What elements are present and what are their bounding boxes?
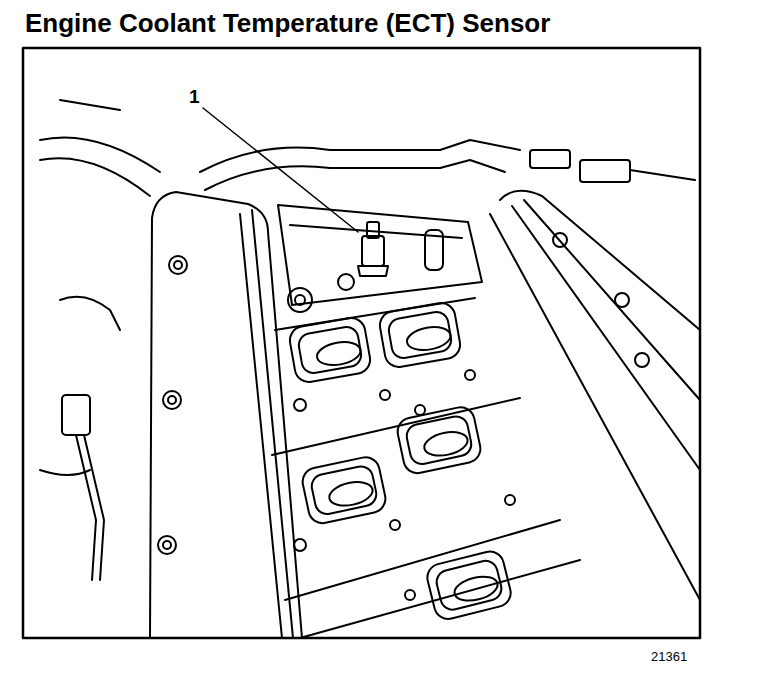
figure-frame — [23, 48, 700, 638]
left-valve-cover — [150, 192, 302, 638]
diagram-title: Engine Coolant Temperature (ECT) Sensor — [25, 9, 550, 39]
right-valve-cover — [490, 191, 700, 600]
left-hoses-wires — [40, 137, 160, 580]
callout-number: 1 — [189, 86, 200, 108]
ect-sensor — [358, 222, 388, 276]
intake-ports — [272, 298, 580, 638]
coolant-crossover — [278, 205, 482, 312]
figure-number: 21361 — [651, 650, 687, 665]
leader-line — [203, 108, 358, 232]
top-hoses — [60, 100, 695, 190]
